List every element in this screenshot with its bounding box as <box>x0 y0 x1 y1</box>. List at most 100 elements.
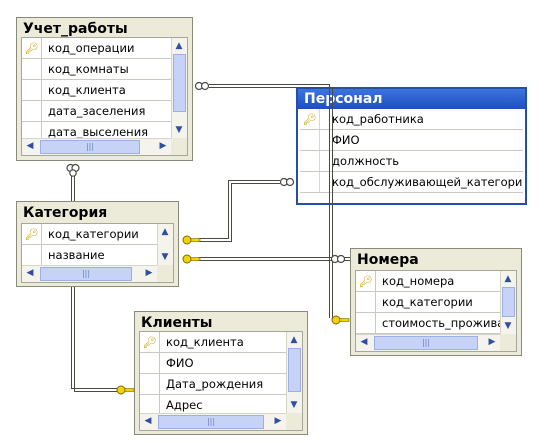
field-name: код_комнаты <box>48 62 129 76</box>
table-kategoriya[interactable]: Категория 🔑︎код_категории название ▲ ▼ ◀… <box>16 201 179 287</box>
arrow-right-icon[interactable]: ▶ <box>145 268 153 278</box>
scroll-corner <box>500 334 516 351</box>
arrow-up-icon[interactable]: ▲ <box>504 274 512 284</box>
scroll-corner <box>171 138 187 155</box>
table-klienty[interactable]: Клиенты 🔑︎ код_клиента ФИО Дата_рождения … <box>134 311 308 435</box>
row-selector[interactable] <box>22 80 42 100</box>
field-list: 🔑︎ код_операции код_комнаты код_клиента д… <box>21 37 188 156</box>
row-selector[interactable] <box>300 172 320 192</box>
row-selector[interactable]: 🔑︎ <box>22 38 42 58</box>
arrow-down-icon[interactable]: ▼ <box>290 400 298 410</box>
arrow-down-icon[interactable]: ▼ <box>175 125 183 135</box>
vertical-scrollbar[interactable]: ▲ ▼ <box>500 271 516 334</box>
row-selector[interactable] <box>140 353 160 373</box>
key-icon: 🔑︎ <box>142 336 157 349</box>
scroll-thumb[interactable]: ||| <box>40 140 140 154</box>
scroll-thumb[interactable]: ||| <box>40 267 132 281</box>
arrow-down-icon[interactable]: ▼ <box>161 252 169 262</box>
arrow-left-icon[interactable]: ◀ <box>26 268 34 278</box>
scroll-thumb[interactable] <box>502 287 515 317</box>
arrow-up-icon[interactable]: ▲ <box>290 335 298 345</box>
field-name: ФИО <box>166 356 194 370</box>
field-row[interactable]: Дата_рождения <box>140 374 302 395</box>
arrow-right-icon[interactable]: ▶ <box>488 337 496 347</box>
row-selector[interactable]: 🔑︎ <box>22 224 42 244</box>
row-selector[interactable] <box>356 313 376 333</box>
field-row[interactable]: ФИО <box>140 353 302 374</box>
field-name: Адрес <box>166 398 203 412</box>
scroll-corner <box>157 265 173 282</box>
arrow-right-icon[interactable]: ▶ <box>159 141 167 151</box>
key-icon: 🔑︎ <box>358 275 373 288</box>
field-row[interactable]: 🔑︎код_номера <box>356 271 516 292</box>
row-selector[interactable] <box>300 130 320 150</box>
row-selector[interactable] <box>300 151 320 171</box>
row-selector[interactable] <box>140 374 160 394</box>
arrow-right-icon[interactable]: ▶ <box>274 416 282 426</box>
vertical-scrollbar[interactable]: ▲ ▼ <box>286 332 302 413</box>
row-selector[interactable] <box>22 59 42 79</box>
field-name: должность <box>332 154 400 168</box>
field-list: 🔑︎код_номера код_категории стоимость_про… <box>355 270 517 352</box>
arrow-left-icon[interactable]: ◀ <box>144 416 152 426</box>
horizontal-scrollbar[interactable]: ◀ ||| ▶ <box>356 334 500 351</box>
row-selector[interactable] <box>356 292 376 312</box>
arrow-up-icon[interactable]: ▲ <box>175 41 183 51</box>
table-personal[interactable]: Персонал 🔑︎код_работника ФИО должность к… <box>296 87 527 205</box>
field-name: дата_заселения <box>48 104 146 118</box>
table-nomera[interactable]: Номера 🔑︎код_номера код_категории стоимо… <box>350 248 522 356</box>
field-row[interactable]: код_клиента <box>22 80 187 101</box>
row-selector[interactable] <box>22 122 42 142</box>
field-row[interactable]: должность <box>300 151 523 172</box>
key-icon: 🔑︎ <box>24 42 39 55</box>
field-row[interactable]: 🔑︎ код_клиента <box>140 332 302 353</box>
row-selector[interactable]: 🔑︎ <box>356 271 376 291</box>
scroll-corner <box>286 413 302 430</box>
table-title[interactable]: Учет_работы <box>23 21 128 37</box>
horizontal-scrollbar[interactable]: ◀ ||| ▶ <box>22 138 171 155</box>
vertical-scrollbar[interactable]: ▲ ▼ <box>171 38 187 138</box>
horizontal-scrollbar[interactable]: ◀ ||| ▶ <box>140 413 286 430</box>
row-selector[interactable] <box>22 245 42 265</box>
field-row[interactable]: 🔑︎код_работника <box>300 109 523 130</box>
field-row[interactable]: название <box>22 245 173 266</box>
row-selector[interactable]: 🔑︎ <box>140 332 160 352</box>
scroll-thumb[interactable]: ||| <box>158 415 264 429</box>
scroll-thumb[interactable] <box>288 348 301 392</box>
field-row[interactable]: дата_заселения <box>22 101 187 122</box>
vertical-scrollbar[interactable]: ▲ ▼ <box>157 224 173 265</box>
scroll-thumb[interactable] <box>173 54 186 112</box>
row-selector[interactable] <box>22 101 42 121</box>
field-row[interactable]: код_категории <box>356 292 516 313</box>
row-selector[interactable]: 🔑︎ <box>300 109 320 129</box>
field-row[interactable]: ФИО <box>300 130 523 151</box>
horizontal-scrollbar[interactable]: ◀ ||| ▶ <box>22 265 157 282</box>
table-title[interactable]: Категория <box>23 205 108 221</box>
field-row[interactable]: 🔑︎ код_операции <box>22 38 187 59</box>
table-title[interactable]: Клиенты <box>141 315 213 331</box>
table-title[interactable]: Персонал <box>298 89 525 109</box>
field-list: 🔑︎код_категории название ▲ ▼ ◀ ||| ▶ <box>21 223 174 283</box>
field-name: код_операции <box>48 41 135 55</box>
field-name: название <box>48 248 105 262</box>
arrow-left-icon[interactable]: ◀ <box>360 337 368 347</box>
field-name: код_клиента <box>48 83 126 97</box>
scroll-thumb[interactable]: ||| <box>374 336 478 350</box>
key-icon: 🔑︎ <box>24 228 39 241</box>
table-uchet-raboty[interactable]: Учет_работы 🔑︎ код_операции код_комнаты к… <box>16 17 193 161</box>
field-row[interactable]: 🔑︎код_категории <box>22 224 173 245</box>
arrow-down-icon[interactable]: ▼ <box>504 321 512 331</box>
field-name: Дата_рождения <box>166 377 264 391</box>
field-row[interactable]: код_комнаты <box>22 59 187 80</box>
field-row[interactable]: код_обслуживающей_категории <box>300 172 523 193</box>
field-list: 🔑︎ код_клиента ФИО Дата_рождения Адрес ▲ … <box>139 331 303 431</box>
field-name: ФИО <box>332 133 360 147</box>
field-name: код_клиента <box>166 335 244 349</box>
table-title[interactable]: Номера <box>357 252 419 268</box>
arrow-left-icon[interactable]: ◀ <box>26 141 34 151</box>
arrow-up-icon[interactable]: ▲ <box>161 227 169 237</box>
field-row[interactable]: стоимость_прожива... <box>356 313 516 334</box>
row-selector[interactable] <box>140 395 160 415</box>
field-name: стоимость_прожива... <box>382 316 516 330</box>
